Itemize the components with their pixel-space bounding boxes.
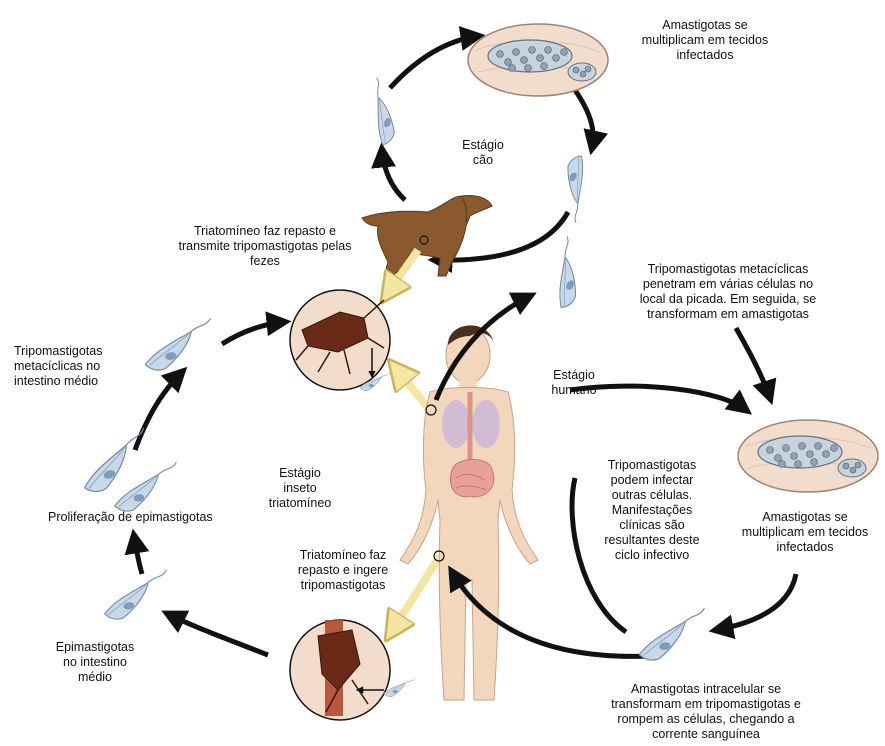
label-metacyclic-midgut: Tripomastigotas metacíclicas no intestin… xyxy=(14,344,154,389)
human-metacyclic-trypo xyxy=(535,236,600,311)
arrow-human-to-bug-top xyxy=(394,366,430,410)
arrow-tissue-down xyxy=(575,90,593,148)
dog-figure xyxy=(362,195,492,276)
arrow-tissue-to-trypo xyxy=(716,574,796,630)
bug-circle-bottom xyxy=(290,620,414,720)
label-bug-ingest: Triatomíneo faz repasto e ingere tripoma… xyxy=(268,548,418,593)
label-dog-amastigotes: Amastigotas se multiplicam em tecidos in… xyxy=(630,18,780,63)
label-amastigote-transform: Amastigotas intracelular se transformam … xyxy=(576,682,836,742)
arrow-dog-up xyxy=(382,150,405,200)
label-bug-transmit: Triatomíneo faz repasto e transmite trip… xyxy=(150,224,380,269)
label-metacyclic-penetrate: Tripomastigotas metacíclicas penetram em… xyxy=(608,262,848,322)
arrow-bug-to-epi xyxy=(168,614,268,655)
label-epimastigote-prolif: Proliferação de epimastigotas xyxy=(48,510,248,525)
arrow-to-bug-top xyxy=(222,322,284,344)
epimastigote-2 xyxy=(109,462,183,513)
human-figure xyxy=(400,325,538,700)
label-insect-stage: Estágio inseto triatomíneo xyxy=(260,466,340,511)
dog-trypomastigote-right xyxy=(545,153,606,223)
dog-tissue-cell xyxy=(468,24,608,96)
bug-circle-top xyxy=(290,290,390,391)
human-tissue-cell-ellipse xyxy=(738,420,878,492)
arrow-to-human-tissue xyxy=(736,328,770,398)
label-epimastigote-midgut: Epimastigotas no intestino médio xyxy=(40,640,150,685)
epimastigote-midgut xyxy=(99,570,173,621)
label-dog-stage: Estágio cão xyxy=(448,138,518,168)
label-human-stage: Estágio humano xyxy=(540,368,608,398)
label-trypo-infect: Tripomastigotas podem infectar outras cé… xyxy=(596,458,708,563)
arrow-epi-up xyxy=(134,536,142,574)
arrow-dog-to-tissue xyxy=(390,36,478,88)
dog-trypomastigote-left xyxy=(356,78,410,147)
bloodstream-trypo xyxy=(633,608,711,662)
label-human-amastigotes: Amastigotas se multiplicam em tecidos in… xyxy=(730,510,880,555)
